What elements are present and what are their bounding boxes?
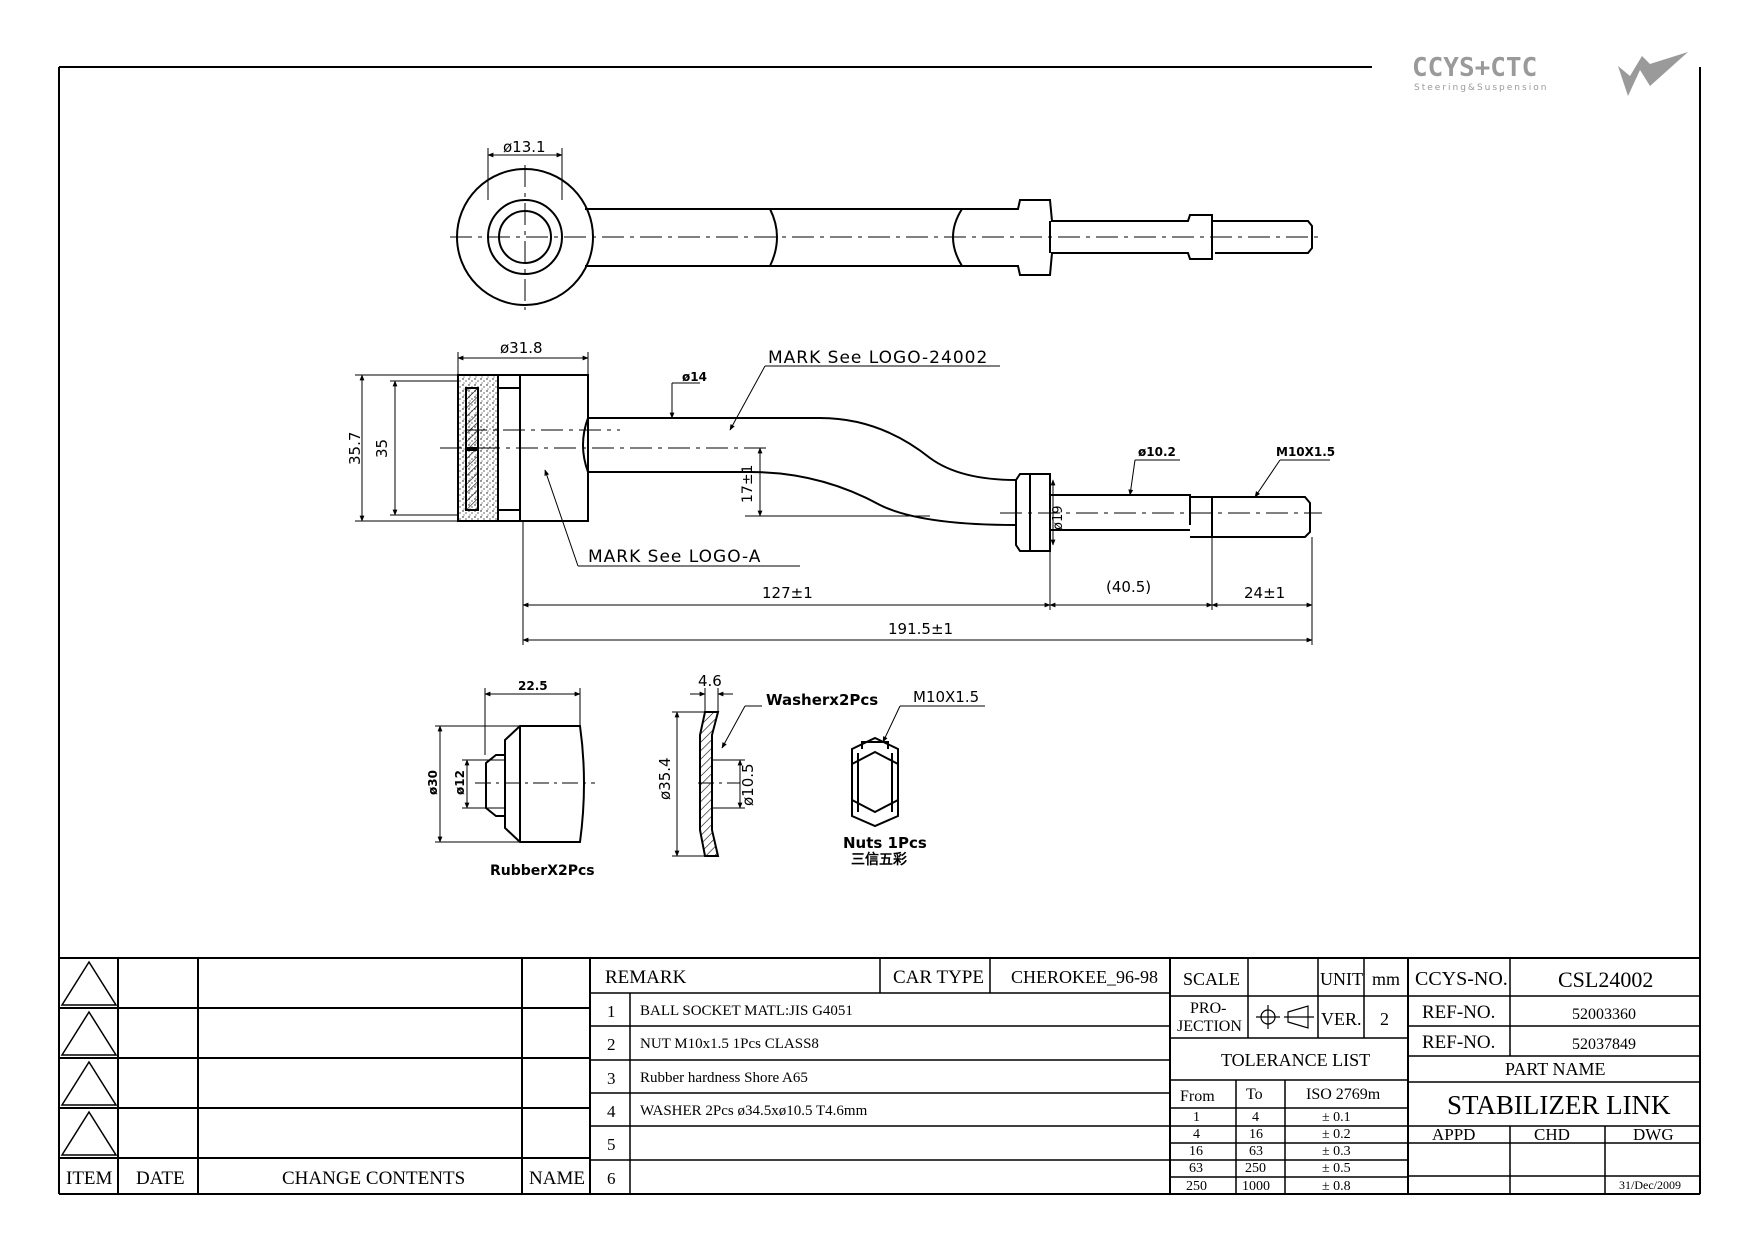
dim-length-127: 127±1 [762,584,813,602]
dim-rubber-od: ø30 [426,770,440,795]
dim-washer-od: ø35.4 [656,757,674,800]
dim-thread: M10X1.5 [1276,445,1335,459]
tolerance-to: 1000 [1242,1179,1270,1194]
drawing-border [58,66,1701,1195]
appd-label: APPD [1432,1125,1475,1144]
ccys-no-value: CSL24002 [1558,967,1653,992]
logo-brand-text: CCYS+CTC [1412,53,1537,83]
tolerance-value: ± 0.8 [1322,1179,1351,1194]
tolerance-from: 250 [1186,1179,1207,1194]
tolerance-to: 16 [1249,1127,1263,1142]
dim-rubber-width: 22.5 [518,679,548,693]
company-logo: CCYS+CTC Steering&Suspension [1412,52,1688,96]
tolerance-value: ± 0.3 [1322,1144,1351,1159]
remark-row-text: Rubber hardness Shore A65 [640,1070,808,1086]
washer-label: Washerx2Pcs [766,691,878,709]
dim-offset: 17±1 [740,465,756,503]
remark-row-number: 4 [607,1102,616,1121]
revision-header-contents: CHANGE CONTENTS [282,1168,465,1189]
nut-detail [851,705,985,828]
nut-label: Nuts 1Pcs [843,834,927,852]
projection-symbol-icon [1256,1005,1314,1029]
part-name-value: STABILIZER LINK [1447,1090,1671,1120]
dim-shaft-dia: ø14 [682,370,707,384]
remark-row-number: 6 [607,1169,616,1188]
remark-row-text: WASHER 2Pcs ø34.5xø10.5 T4.6mm [640,1103,868,1119]
drawing-date: 31/Dec/2009 [1619,1178,1681,1192]
mark-logo-a-note: MARK See LOGO-A [588,547,761,567]
tolerance-from: 16 [1189,1144,1203,1159]
rubber-label: RubberX2Pcs [490,863,595,879]
info-block [1170,958,1409,1194]
tolerance-value: ± 0.1 [1322,1110,1351,1125]
dim-rubber-id: ø12 [453,770,467,795]
remark-row-number: 5 [607,1135,616,1154]
car-type-label: CAR TYPE [893,967,984,988]
revision-header-date: DATE [136,1168,185,1189]
tolerance-to: 250 [1245,1161,1266,1176]
tolerance-title: TOLERANCE LIST [1221,1050,1370,1070]
part-name-label: PART NAME [1505,1059,1605,1079]
unit-value: mm [1372,969,1400,989]
dim-washer-thickness: 4.6 [698,672,722,690]
unit-label: UNIT [1320,969,1363,989]
tolerance-to: 63 [1249,1144,1263,1159]
title-block [1408,958,1700,1194]
remark-header: REMARK [605,967,687,988]
ref-no-value-1: 52003360 [1572,1006,1636,1023]
tolerance-value: ± 0.2 [1322,1127,1351,1142]
dim-top-bore: ø13.1 [503,138,546,156]
projection-label-2: JECTION [1177,1018,1242,1035]
remark-row-number: 2 [607,1035,616,1054]
dim-stud-dia: ø10.2 [1138,445,1176,459]
tolerance-header-iso: ISO 2769m [1306,1086,1381,1103]
ref-no-label-1: REF-NO. [1422,1002,1495,1023]
logo-tagline-text: Steering&Suspension [1414,83,1548,93]
remark-row-number: 3 [607,1069,616,1088]
dim-length-24: 24±1 [1244,584,1285,602]
rubber-detail [435,688,595,843]
dim-ball-height-outer: 35.7 [346,432,364,465]
version-label: VER. [1321,1009,1362,1029]
remark-table [590,958,1171,1194]
washer-detail [672,688,762,857]
tolerance-value: ± 0.5 [1322,1161,1351,1176]
tolerance-from: 63 [1189,1161,1203,1176]
revision-header-name: NAME [529,1168,585,1189]
car-type-value: CHEROKEE_96-98 [1011,967,1158,987]
ref-no-value-2: 52037849 [1572,1036,1636,1053]
dim-collar-dia: ø19 [1051,506,1066,531]
remark-row-number: 1 [607,1002,616,1021]
tolerance-header-to: To [1246,1086,1263,1103]
tolerance-from: 1 [1193,1110,1200,1125]
dim-total-length: 191.5±1 [888,620,953,638]
dim-nut-thread: M10X1.5 [913,688,979,706]
dwg-label: DWG [1633,1125,1674,1144]
remark-row-text: NUT M10x1.5 1Pcs CLASS8 [640,1036,819,1052]
version-value: 2 [1380,1009,1389,1029]
dim-washer-id: ø10.5 [739,763,757,806]
dim-ball-dia: ø31.8 [500,339,543,357]
dim-ball-height-inner: 35 [373,439,391,458]
ref-no-label-2: REF-NO. [1422,1032,1495,1053]
dim-length-40-5: (40.5) [1106,578,1151,596]
revision-header-item: ITEM [66,1168,113,1189]
nut-brand-label: 三信五彩 [851,851,907,868]
tolerance-from: 4 [1193,1127,1200,1142]
logo-wing-icon [1618,52,1688,96]
chd-label: CHD [1534,1125,1570,1144]
remark-row-text: BALL SOCKET MATL:JIS G4051 [640,1003,853,1019]
tolerance-to: 4 [1252,1110,1259,1125]
scale-label: SCALE [1183,969,1240,989]
mark-logo-24002-note: MARK See LOGO-24002 [768,348,988,368]
side-view [355,352,1330,645]
ccys-no-label: CCYS-NO. [1415,968,1508,990]
projection-label-1: PRO- [1190,1000,1226,1017]
tolerance-header-from: From [1180,1088,1215,1105]
top-view [450,148,1322,310]
